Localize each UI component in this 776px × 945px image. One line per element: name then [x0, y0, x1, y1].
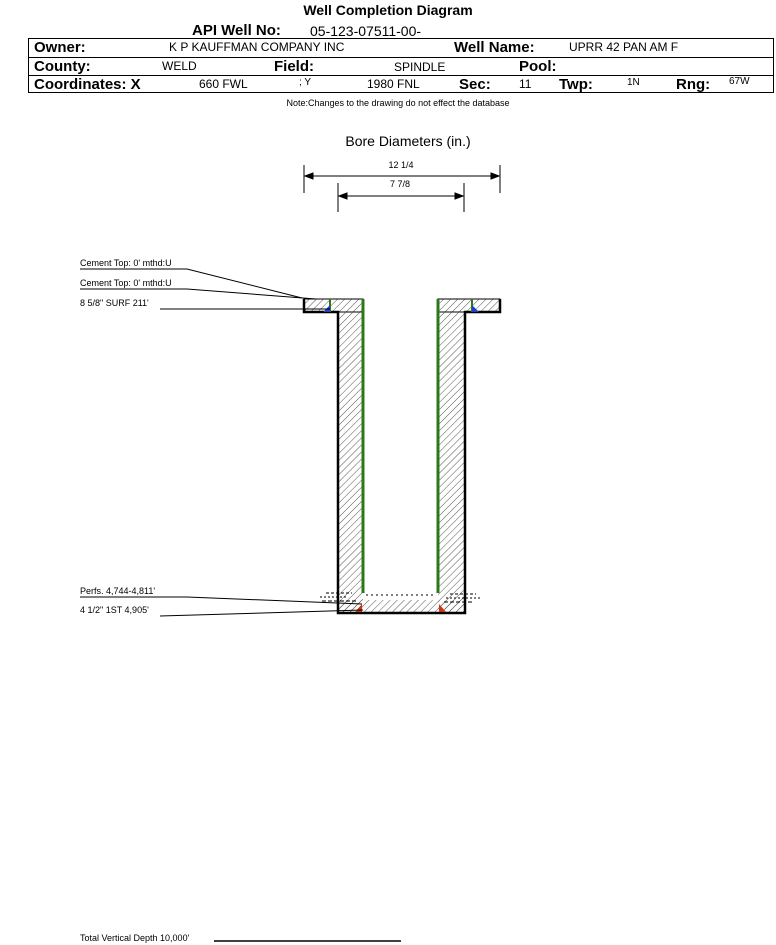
cement-top-leader-2 — [80, 288, 317, 300]
database-note: Note:Changes to the drawing do not effec… — [286, 98, 510, 108]
coord-x-value: 660 FWL — [199, 77, 248, 91]
perforations — [320, 592, 480, 603]
cement-top-label-1: Cement Top: 0' mthd:U — [80, 258, 172, 268]
bore-diameters-title: Bore Diameters (in.) — [345, 133, 470, 149]
well-name-label: Well Name: — [454, 39, 535, 56]
sec-value: 11 — [519, 77, 532, 91]
total-depth-label: Total Vertical Depth 10,000' — [80, 933, 190, 943]
surface-cement-left — [303, 298, 364, 313]
production-cement-left — [339, 312, 363, 612]
header-row-coordinates: Coordinates: X 660 FWL ; Y 1980 FNL Sec:… — [29, 76, 773, 94]
field-label: Field: — [274, 58, 314, 75]
header-row-county: County: WELD Field: SPINDLE Pool: — [29, 58, 773, 76]
surface-cement-right — [437, 298, 501, 313]
surface-casing-label: 8 5/8" SURF 211' — [80, 298, 149, 308]
well-header-table: Owner: K P KAUFFMAN COMPANY INC Well Nam… — [28, 38, 774, 93]
coord-y-value: 1980 FNL — [367, 77, 420, 91]
pool-label: Pool: — [519, 58, 557, 75]
owner-value: K P KAUFFMAN COMPANY INC — [169, 40, 345, 54]
cement-top-leader-1 — [80, 268, 303, 299]
bore-outer-label: 12 1/4 — [388, 160, 413, 170]
header-row-owner: Owner: K P KAUFFMAN COMPANY INC Well Nam… — [29, 39, 773, 58]
diagram-title: Well Completion Diagram — [303, 2, 473, 18]
api-value: 05-123-07511-00- — [310, 23, 422, 39]
bore-outer-dimension — [303, 165, 501, 193]
well-name-value: UPRR 42 PAN AM F — [569, 40, 679, 54]
twp-value: 1N — [627, 77, 640, 88]
county-value: WELD — [162, 59, 197, 73]
field-value: SPINDLE — [394, 60, 446, 74]
perforations-leader — [80, 596, 363, 605]
twp-label: Twp: — [559, 76, 593, 93]
rng-label: Rng: — [676, 76, 711, 93]
bore-inner-dimension — [337, 183, 465, 212]
bore-inner-label: 7 7/8 — [390, 179, 410, 189]
coordinates-label: Coordinates: X — [34, 76, 141, 93]
production-cement-right — [438, 312, 464, 612]
borehole-outline — [302, 299, 502, 615]
rng-value: 67W — [729, 76, 750, 87]
api-label: API Well No: — [192, 22, 281, 39]
sec-label: Sec: — [459, 76, 491, 93]
production-casing-label: 4 1/2" 1ST 4,905' — [80, 605, 149, 615]
county-label: County: — [34, 58, 91, 75]
bottom-cement-plug — [339, 600, 464, 612]
cement-top-label-2: Cement Top: 0' mthd:U — [80, 278, 172, 288]
coord-y-label: ; Y — [299, 77, 312, 88]
perforations-label: Perfs. 4,744-4,811' — [80, 586, 155, 596]
production-shoe-right — [439, 604, 446, 612]
surface-shoe-right — [472, 305, 479, 312]
owner-label: Owner: — [34, 39, 86, 56]
production-casing-leader — [159, 609, 364, 617]
